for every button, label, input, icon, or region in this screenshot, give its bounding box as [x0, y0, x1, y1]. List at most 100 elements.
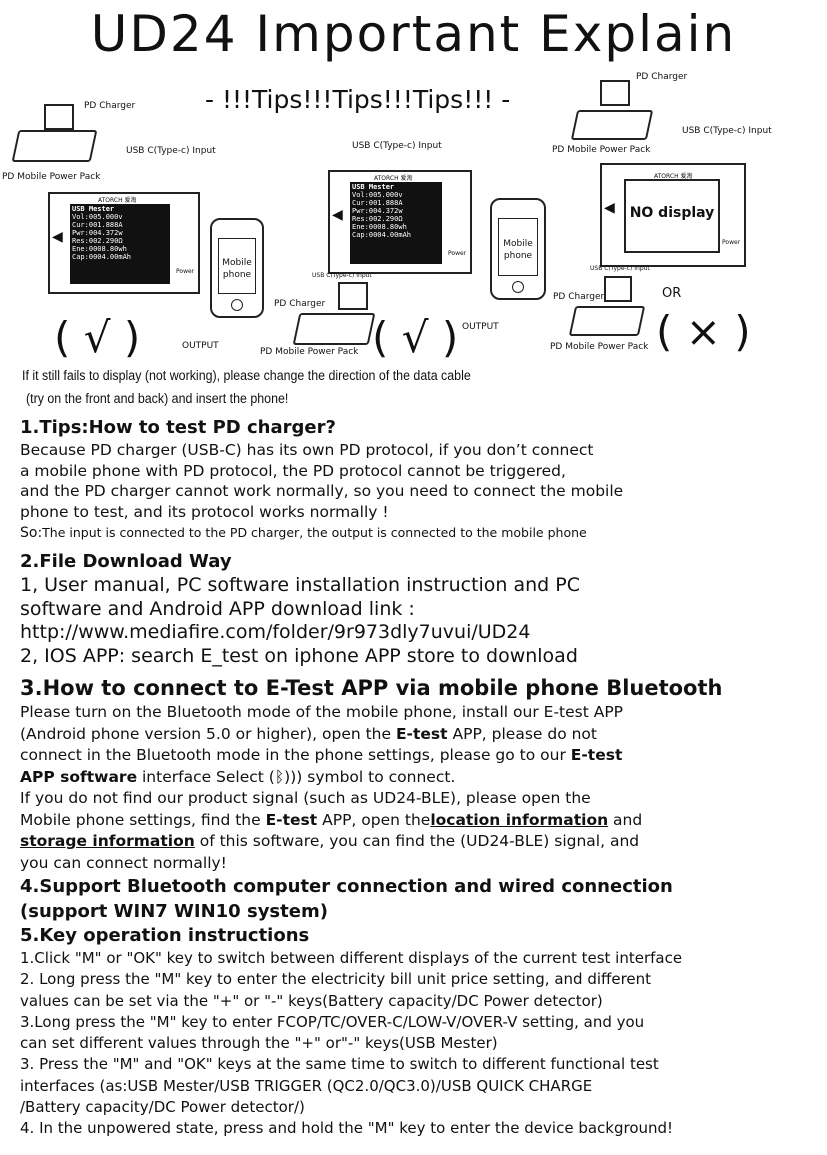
text-run: storage information: [20, 832, 195, 850]
no-display-label: NO display: [629, 205, 715, 221]
mobile-phone-icon: Mobile phone: [210, 218, 264, 318]
note-line: If it still fails to display (not workin…: [22, 368, 471, 383]
screen-line: Ene:0008.80wh: [72, 245, 127, 253]
section-5: 5.Key operation instructions 1.Click "M"…: [20, 924, 820, 1140]
screen-line: Pwr:004.372w: [72, 229, 123, 237]
power-pack-icon: [570, 110, 654, 140]
screen-line: Res:002.290Ω: [72, 237, 123, 245]
paragraph-line: software and Android APP download link :: [20, 597, 415, 620]
section-heading: 2.File Download Way: [20, 551, 232, 572]
section-heading: 5.Key operation instructions: [20, 925, 310, 946]
so-label: So:: [20, 525, 43, 541]
or-label: OR: [662, 286, 682, 301]
note-line: (try on the front and back) and insert t…: [26, 391, 289, 406]
paragraph-line: /Battery capacity/DC Power detector/): [20, 1098, 305, 1117]
section-2: 2.File Download Way 1, User manual, PC s…: [20, 550, 820, 668]
screen-line: Cur:001.888A: [352, 199, 403, 207]
screen-line: Vol:005.000v: [72, 213, 123, 221]
mobile-phone-icon: Mobile phone: [490, 198, 546, 300]
power-pack-icon: [11, 130, 98, 162]
text-run: connect in the Bluetooth mode in the pho…: [20, 746, 571, 764]
section-1: 1.Tips:How to test PD charger? Because P…: [20, 416, 820, 544]
input-arrow-icon: ◀: [332, 207, 343, 223]
usb-meter-device: ATORCH 爱淘 NO display ◀ Power: [600, 163, 746, 267]
check-mark: ( √ ): [54, 313, 141, 362]
check-mark: ( √ ): [372, 313, 459, 362]
pd-charger-icon: [338, 282, 368, 310]
meter-screen: USB Mester Vol:005.000v Cur:001.888A Pwr…: [350, 182, 442, 264]
section-3: 3.How to connect to E-Test APP via mobil…: [20, 674, 820, 874]
section-4: 4.Support Bluetooth computer connection …: [20, 874, 820, 924]
paragraph-line: 1, User manual, PC software installation…: [20, 574, 581, 596]
paragraph-line: phone to test, and its protocol works no…: [20, 502, 389, 521]
pd-charger-icon: [600, 80, 630, 106]
tips-banner: - !!!Tips!!!Tips!!!Tips!!! -: [205, 85, 511, 114]
text-run: E-test: [570, 746, 623, 764]
so-text: The input is connected to the PD charger…: [42, 525, 587, 540]
usb-type-input-small: USB C(Type-c) Input: [590, 265, 650, 272]
section-heading: 3.How to connect to E-Test APP via mobil…: [20, 676, 723, 700]
power-pack-icon: [568, 306, 646, 336]
usb-meter-device: ATORCH 爱淘 USB Mester Vol:005.000v Cur:00…: [48, 192, 200, 294]
usb-type-input-small: USB C(Type-c) Input: [312, 272, 372, 279]
text-run: location information: [430, 810, 609, 829]
text-run: Mobile phone settings, find the: [20, 810, 266, 829]
screen-line: Cap:0004.00mAh: [352, 231, 412, 239]
usb-c-input-label: USB C(Type-c) Input: [352, 141, 442, 151]
power-pack-label: PD Mobile Power Pack: [2, 172, 101, 182]
meter-screen: USB Mester Vol:005.000v Cur:001.888A Pwr…: [70, 204, 170, 284]
screen-line: Vol:005.000v: [352, 191, 403, 199]
paragraph-line: Because PD charger (USB-C) has its own P…: [20, 441, 594, 459]
section-heading: 4.Support Bluetooth computer connection …: [20, 876, 673, 897]
pd-charger-label: PD Charger: [636, 72, 688, 82]
power-pack-label: PD Mobile Power Pack: [552, 145, 651, 155]
cross-mark: ( × ): [656, 307, 751, 356]
text-run: APP software: [20, 767, 138, 786]
paragraph-line: and the PD charger cannot work normally,…: [20, 482, 624, 500]
paragraph-line: 2, IOS APP: search E_test on iphone APP …: [20, 644, 578, 667]
paragraph-line: 3.Long press the "M" key to enter FCOP/T…: [20, 1012, 645, 1031]
screen-line: Res:002.290Ω: [352, 215, 403, 223]
paragraph-line: If you do not find our product signal (s…: [20, 789, 591, 807]
section-heading: (support WIN7 WIN10 system): [20, 901, 328, 922]
text-run: APP, please do not: [447, 724, 597, 743]
text-run: and: [608, 810, 643, 829]
pd-charger-icon: [604, 276, 632, 302]
pd-charger-icon: [44, 104, 74, 130]
text-run: of this software, you can find the (UD24…: [194, 832, 640, 850]
output-label: OUTPUT: [462, 322, 499, 332]
text-run: interface Select (: [137, 767, 275, 786]
paragraph-line: Please turn on the Bluetooth mode of the…: [20, 703, 624, 721]
paragraph-line: 4. In the unpowered state, press and hol…: [20, 1119, 674, 1138]
blank-screen: NO display: [624, 179, 720, 253]
power-pack-label: PD Mobile Power Pack: [550, 342, 649, 352]
usb-meter-device: ATORCH 爱淘 USB Mester Vol:005.000v Cur:00…: [328, 170, 472, 274]
download-link[interactable]: http://www.mediafire.com/folder/9r973dly…: [20, 621, 531, 643]
power-label: Power: [176, 268, 195, 275]
power-pack-icon: [292, 313, 376, 345]
paragraph-line: can set different values through the "+"…: [20, 1034, 498, 1053]
screen-title: USB Mester: [72, 205, 115, 213]
pd-charger-label: PD Charger: [274, 299, 326, 309]
text-run: ) symbol to connect.: [296, 767, 456, 786]
brand-label: ATORCH 爱淘: [98, 197, 137, 204]
usb-c-input-label: USB C(Type-c) Input: [126, 146, 216, 156]
brand-label: ATORCH 爱淘: [374, 175, 413, 182]
pd-charger-label: PD Charger: [553, 292, 605, 302]
paragraph-line: 2. Long press the "M" key to enter the e…: [20, 970, 652, 989]
screen-line: Pwr:004.372w: [352, 207, 403, 215]
screen-line: Cap:0004.00mAh: [72, 253, 132, 261]
screen-line: Cur:001.888A: [72, 221, 123, 229]
page-title: UD24 Important Explain: [90, 5, 737, 63]
text-run: E-test: [265, 810, 318, 829]
paragraph-line: 1.Click "M" or "OK" key to switch betwee…: [20, 949, 683, 967]
paragraph-line: 3. Press the "M" and "OK" keys at the sa…: [20, 1055, 659, 1074]
brand-label: ATORCH 爱淘: [654, 173, 693, 180]
usb-c-input-label: USB C(Type-c) Input: [682, 126, 772, 136]
mobile-phone-label: Mobile phone: [222, 258, 252, 281]
text-run: APP, open the: [317, 810, 431, 829]
paragraph-line: a mobile phone with PD protocol, the PD …: [20, 461, 566, 480]
input-arrow-icon: ◀: [604, 200, 615, 216]
pd-charger-label: PD Charger: [84, 101, 136, 111]
paragraph-line: values can be set via the "+" or "-" key…: [20, 991, 603, 1010]
